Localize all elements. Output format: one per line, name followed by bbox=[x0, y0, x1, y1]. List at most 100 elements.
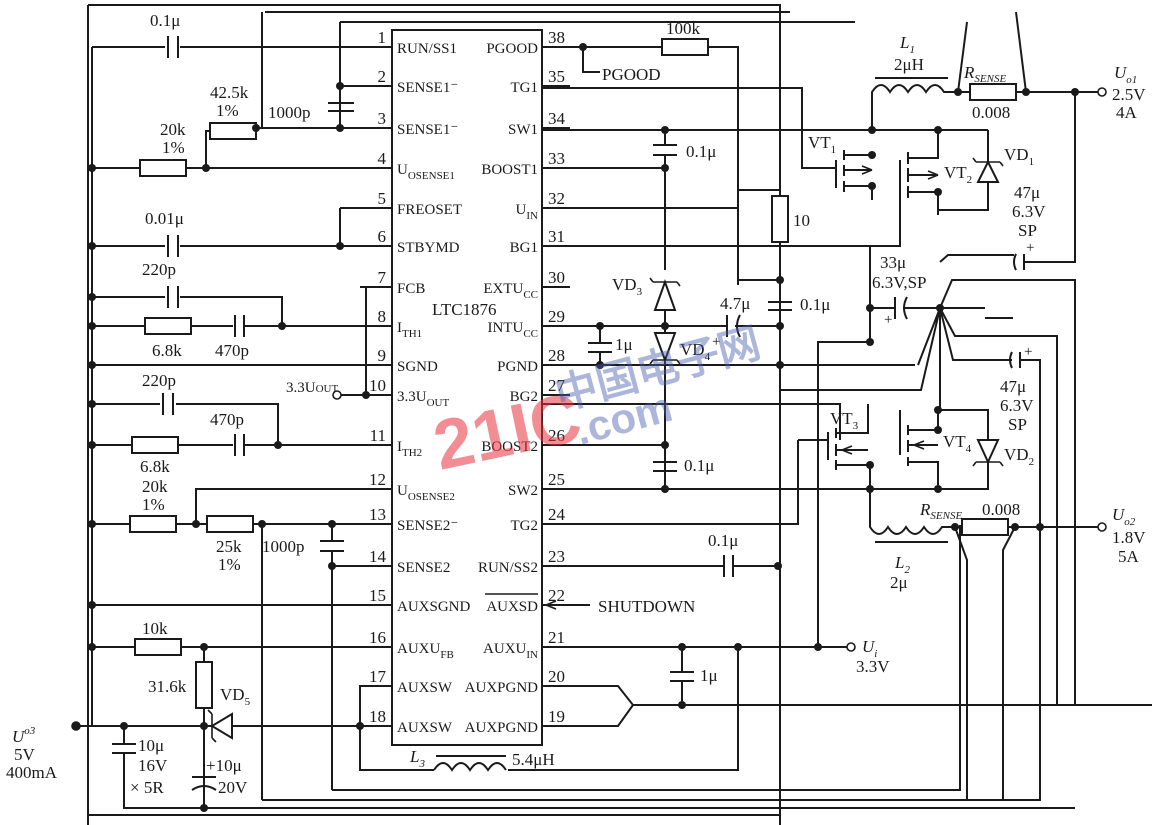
pin-number: 6 bbox=[378, 227, 387, 246]
r-10-label: 10 bbox=[793, 211, 810, 230]
c-in-a: 33μ bbox=[880, 253, 906, 272]
junction-dot bbox=[776, 276, 784, 284]
c-220p-1-label: 220p bbox=[142, 260, 176, 279]
junction-dot bbox=[258, 520, 266, 528]
junction-dot bbox=[336, 242, 344, 250]
pin-label: BG2 bbox=[510, 389, 538, 405]
terminal-uo1: Uo1 2.5V 4A bbox=[1075, 63, 1146, 122]
junction-dot bbox=[120, 722, 128, 730]
pin-number: 23 bbox=[548, 547, 565, 566]
r-20k-1-tol: 1% bbox=[162, 138, 185, 157]
junction-dot bbox=[88, 441, 96, 449]
junction-dot bbox=[88, 242, 96, 250]
c-10u-c: × 5R bbox=[130, 778, 164, 797]
junction-dot bbox=[1011, 523, 1019, 531]
pin-number: 24 bbox=[548, 505, 566, 524]
ic-ltc1876 bbox=[391, 29, 543, 746]
pin-number: 25 bbox=[548, 470, 565, 489]
uout33-terminal bbox=[332, 390, 342, 400]
ui-voltage: 3.3V bbox=[856, 657, 890, 676]
pin-label: AUXSGND bbox=[397, 599, 471, 615]
l2-label: L2 bbox=[894, 553, 910, 576]
pin-number: 15 bbox=[369, 586, 386, 605]
zener-vd5 bbox=[210, 712, 233, 740]
junction-dot bbox=[278, 322, 286, 330]
c-470p-1-label: 470p bbox=[215, 341, 249, 360]
pin-number: 5 bbox=[378, 189, 387, 208]
c-in-b: 6.3V,SP bbox=[872, 273, 927, 292]
pin-label: AUXSD bbox=[486, 599, 538, 615]
l3-label: L3 bbox=[409, 747, 425, 770]
pin-number: 18 bbox=[369, 707, 386, 726]
l1-value: 2μH bbox=[894, 55, 924, 74]
r-10k-label: 10k bbox=[142, 619, 168, 638]
junction-dot bbox=[868, 151, 876, 159]
c-1u-intvcc-label: 1μ bbox=[615, 335, 633, 354]
junction-dot bbox=[936, 304, 944, 312]
pin-label: ITH1 bbox=[397, 320, 422, 340]
c-10u20-b: 20V bbox=[218, 778, 248, 797]
pin-number: 19 bbox=[548, 707, 565, 726]
junction-dot bbox=[951, 523, 959, 531]
shutdown-label: SHUTDOWN bbox=[598, 597, 695, 616]
c-out2-c: SP bbox=[1008, 415, 1027, 434]
power-stage-1: L1 2μH RSENSE 0.008 VT1 VT2 VD1 47μ 6.3V… bbox=[808, 11, 1098, 271]
power-stage-2: VT3 VT4 VD2 L2 2μ RSENSE 0.008 bbox=[798, 404, 1098, 800]
c-out1-b: 6.3V bbox=[1012, 202, 1046, 221]
junction-dot bbox=[336, 82, 344, 90]
pin-label: SGND bbox=[397, 359, 438, 375]
pin-number: 30 bbox=[548, 268, 565, 287]
uo2-voltage: 1.8V bbox=[1112, 528, 1146, 547]
pin-number: 14 bbox=[369, 547, 387, 566]
uo2-terminal bbox=[1097, 522, 1107, 532]
zener-vd4 bbox=[653, 332, 677, 363]
resistor-6k8-2 bbox=[131, 436, 179, 454]
pin-number: 32 bbox=[548, 189, 565, 208]
junction-dot bbox=[88, 322, 96, 330]
junction-dot bbox=[274, 441, 282, 449]
pin-label: SW1 bbox=[508, 122, 538, 138]
pin-label: 3.3UOUT bbox=[397, 389, 449, 409]
pin-number: 3 bbox=[378, 109, 387, 128]
c-01u-vin-label: 0.1μ bbox=[800, 295, 830, 314]
uo1-terminal bbox=[1097, 87, 1107, 97]
pin-number: 20 bbox=[548, 667, 565, 686]
c-220p-2-label: 220p bbox=[142, 371, 176, 390]
junction-dot bbox=[88, 643, 96, 651]
pin-number: 27 bbox=[548, 376, 566, 395]
c-47u-plus: + bbox=[712, 334, 720, 350]
pin-number: 35 bbox=[548, 67, 565, 86]
pin-label: UOSENSE1 bbox=[397, 162, 455, 182]
c-1u-aux-label: 1μ bbox=[700, 666, 718, 685]
uo1-name: Uo1 bbox=[1114, 63, 1137, 86]
junction-dot bbox=[1036, 523, 1044, 531]
junction-dot bbox=[202, 164, 210, 172]
junction-dot bbox=[954, 88, 962, 96]
pin-label: AUXSW bbox=[397, 680, 453, 696]
resistor-10 bbox=[771, 195, 789, 243]
junction-dot bbox=[328, 520, 336, 528]
pin-number: 1 bbox=[378, 28, 387, 47]
c-10u-b: 16V bbox=[138, 756, 168, 775]
pin-label: SENSE1⁻ bbox=[397, 122, 458, 138]
c-out2-b: 6.3V bbox=[1000, 396, 1034, 415]
rsense2-label: RSENSE bbox=[919, 500, 962, 522]
pin-number: 12 bbox=[369, 470, 386, 489]
vd5-label: VD5 bbox=[220, 685, 251, 708]
junction-dot bbox=[579, 43, 587, 51]
pin-label: PGOOD bbox=[486, 41, 538, 57]
pin-number: 28 bbox=[548, 346, 565, 365]
c-out1-a: 47μ bbox=[1014, 183, 1040, 202]
pin-number: 17 bbox=[369, 667, 387, 686]
r-25k-label: 25k bbox=[216, 537, 242, 556]
c-10u20-a: +10μ bbox=[206, 756, 242, 775]
pin-label: INTUCC bbox=[487, 320, 538, 340]
junction-dot bbox=[661, 322, 669, 330]
pin-label: STBYMD bbox=[397, 240, 460, 256]
pin-label: TG2 bbox=[511, 518, 539, 534]
pin-label: UOSENSE2 bbox=[397, 483, 455, 503]
pin-number: 22 bbox=[548, 586, 565, 605]
l3-value: 5.4μH bbox=[512, 750, 555, 769]
terminal-uo2: Uo2 1.8V 5A bbox=[1097, 505, 1146, 566]
resistor-31k6 bbox=[195, 661, 213, 709]
